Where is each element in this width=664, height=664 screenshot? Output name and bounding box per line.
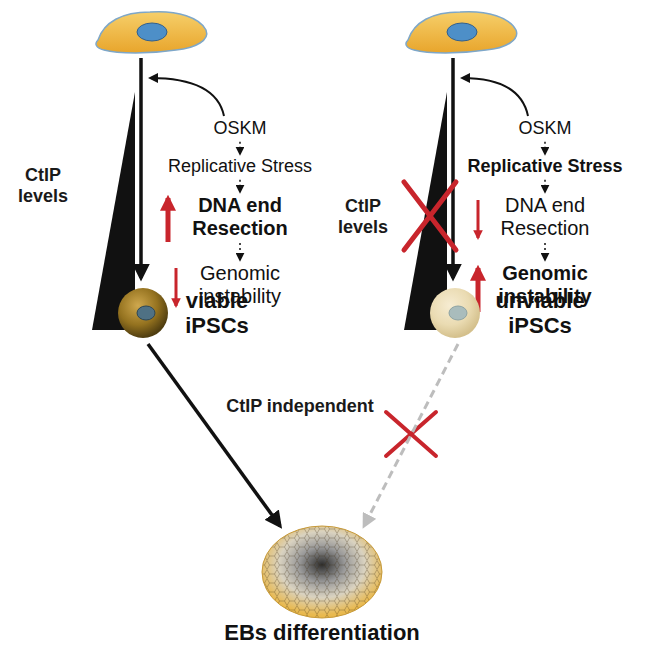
increase-arrow bbox=[166, 198, 171, 242]
ipsc-sphere bbox=[116, 286, 170, 340]
differentiation-arrow bbox=[148, 344, 280, 526]
oskm-arrow bbox=[150, 78, 224, 116]
axis-label: CtIP levels bbox=[330, 196, 396, 237]
pathway-step: Replicative Stress bbox=[467, 156, 622, 177]
node-text: OSKM bbox=[213, 118, 266, 139]
embryoid-body-drawing bbox=[257, 520, 387, 620]
fibroblast-cell bbox=[96, 12, 207, 53]
reprogramming-arrow bbox=[139, 58, 143, 278]
ipsc-colony: unviable iPSCs bbox=[428, 286, 592, 340]
dotted-arrow bbox=[544, 180, 546, 192]
ipsc-sphere bbox=[428, 286, 482, 340]
axis-label: CtIP levels bbox=[8, 165, 78, 206]
ipsc-colony: viable iPSCs bbox=[116, 286, 258, 340]
pathway-step: OSKM bbox=[518, 118, 571, 139]
decrease-arrow bbox=[175, 268, 178, 306]
embryoid-body: EBs differentiation bbox=[224, 520, 420, 645]
dotted-arrow bbox=[544, 142, 546, 154]
pathway-step: Replicative Stress bbox=[168, 156, 312, 177]
node-text: DNA end Resection bbox=[490, 194, 600, 240]
node-text: OSKM bbox=[518, 118, 571, 139]
block-cross bbox=[386, 412, 436, 456]
node-text: Replicative Stress bbox=[168, 156, 312, 177]
node-text: EBs differentiation bbox=[224, 620, 420, 645]
node-text: Replicative Stress bbox=[467, 156, 622, 177]
oskm-arrow bbox=[462, 78, 528, 116]
node-text: viable iPSCs bbox=[176, 288, 258, 339]
node-text: DNA end Resection bbox=[185, 194, 295, 240]
knockdown-cross bbox=[404, 182, 456, 250]
dotted-arrow bbox=[544, 243, 546, 260]
pathway-step: OSKM bbox=[213, 118, 266, 139]
dotted-arrow bbox=[239, 142, 241, 154]
differentiation-arrow bbox=[364, 344, 458, 526]
edge-label: CtIP independent bbox=[224, 396, 376, 417]
pathway-step: DNA end Resection bbox=[490, 194, 600, 240]
dotted-arrow bbox=[239, 180, 241, 192]
dotted-arrow bbox=[239, 243, 241, 260]
node-text: unviable iPSCs bbox=[488, 288, 592, 339]
pathway-step: DNA end Resection bbox=[185, 194, 295, 240]
fibroblast-cell bbox=[406, 12, 517, 53]
decrease-arrow bbox=[477, 200, 480, 238]
